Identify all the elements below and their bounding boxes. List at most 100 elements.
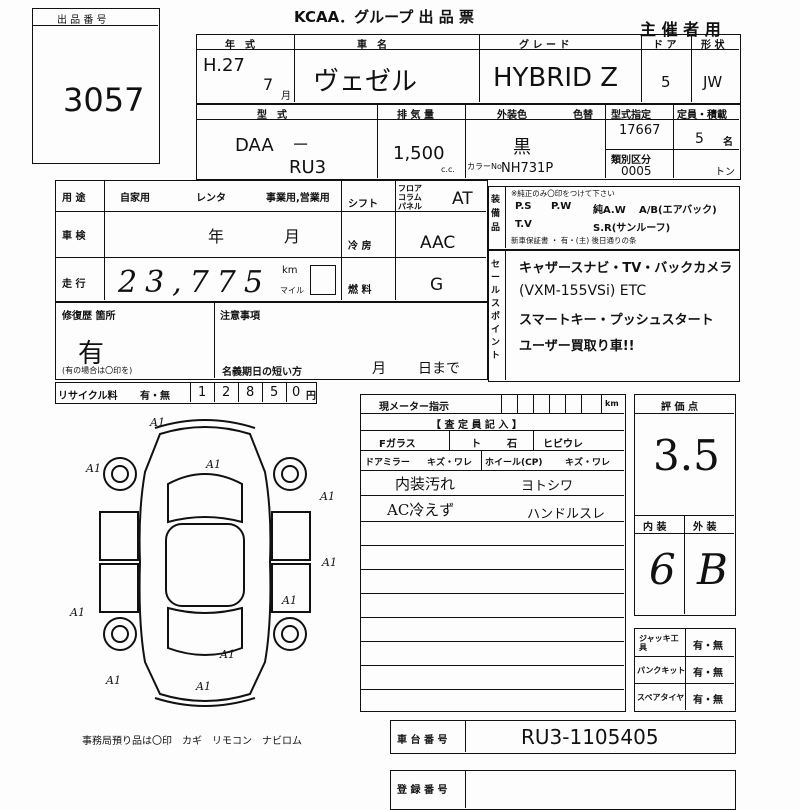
color-code-value: NH731P [501,161,554,176]
grade-value: HYBRID Z [493,63,619,93]
shift-panel: パネル [398,202,422,211]
damage-mark: A1 [320,490,335,503]
capacity-label: 定員・積載 [677,110,727,121]
mileage-checkbox [310,265,336,295]
inspector-note-1: 内装汚れ [395,475,456,493]
capacity-value: 5 [695,131,704,147]
office-items-note: 事務局預り品は〇印 カギ リモコン ナビロム [82,736,302,747]
equip-aw: 純A.W [593,205,626,216]
capacity-unit: 名 [723,137,733,148]
mileage-label: 走 行 [62,279,86,290]
damage-mark: A1 [220,648,235,661]
recycle-digit-2: 2 [222,385,231,400]
equipment-note: ※純正のみ〇印をつけて下さい [511,189,615,198]
ext-color-value: 黒 [513,137,531,158]
inspector-front-glass: Fガラス [379,439,416,450]
extra-puncture-kit: パンクキット [637,666,686,675]
inspector-box: 現メーター指示 km 【 査 定 員 記 入 】 Fガラス ト 石 ヒビウレ ド… [360,394,626,712]
color-change-label: 色替 [573,110,593,121]
expiry-day-unit: 日まで [418,361,460,377]
extra-puncture-options: 有・無 [693,668,723,679]
car-name-label: 車 名 [357,40,387,51]
recycle-digit-5: 0 [292,385,301,400]
model-year-month: 7 [263,75,274,94]
score-label: 評 価 点 [661,402,698,413]
damage-mark: A1 [206,458,221,471]
model-code-label: 型 式 [257,110,287,121]
chassis-label: 車 台 番 号 [397,735,448,746]
extras-box: ジャッキ工具 有・無 パンクキット 有・無 スペアタイヤ 有・無 [634,628,736,712]
inspector-glass-mark: ト [471,439,481,450]
meter-unit: km [605,399,619,408]
damage-mark: A1 [106,674,121,687]
chassis-box: 車 台 番 号 RU3-1105405 [390,720,736,754]
type-designation-label: 型式指定 [611,110,651,121]
sales-point-line-3: スマートキー・プッシュスタート [519,313,714,328]
inspector-note-3: AC冷えず [387,501,455,519]
sales-point-line-2: (VXM-155VSi) ETC [519,283,647,299]
equip-ps: P.S [515,201,532,212]
inspector-wheel-damage: キズ・ワレ [565,458,611,468]
damage-mark: A1 [86,462,101,475]
equip-tv: T.V [515,219,532,230]
shape-label: 形 状 [701,40,725,51]
meter-label: 現メーター指示 [379,402,449,413]
expiry-label: 名義期日の短い方 [222,367,302,378]
displacement-label: 排 気 量 [397,110,434,121]
notes-label: 注意事項 [220,311,260,322]
inspector-title: 【 査 定 員 記 入 】 [431,420,522,431]
shift-label: シフト [348,199,378,210]
type-designation-value: 17667 [619,123,661,138]
shift-value: AT [452,189,473,209]
sales-point-line-1: キャザースナビ・TV・バックカメラ [519,261,733,276]
extra-jack: ジャッキ工具 [639,634,679,652]
shift-floor: フロア [398,184,422,193]
inspector-wheel: ホイール(CP) [485,458,543,468]
equip-airbag: A/B(エアバック) [639,205,717,216]
repair-value: 有 [78,339,105,369]
inspector-note-4: ハンドルスレ [527,507,606,522]
ac-label: 冷 房 [348,241,372,252]
inspector-mirror-damage: キズ・ワレ [427,458,473,468]
sales-point-line-4: ユーザー買取り車!! [519,339,635,354]
inspector-door-mirror: ドアミラー [365,458,410,468]
vehicle-row1: 年 式 車 名 グ レ ー ド ド ア 形 状 H.27 7 月 ヴェゼル HY… [196,34,741,104]
repair-label: 修復歴 箇所 [62,311,116,322]
ton-unit: トン [715,167,735,178]
sales-points-box: セールスポイント キャザースナビ・TV・バックカメラ (VXM-155VSi) … [488,250,740,382]
color-code-label: カラーNo [467,162,502,171]
registration-label: 登 録 番 号 [397,785,448,796]
usage-rental: レンタ [196,193,226,204]
form-title: KCAA．グループ 出 品 票 [294,8,474,26]
class-label: 類別区分 [611,155,651,166]
mileage-km-unit: km [282,265,298,276]
equip-sunroof: S.R(サンルーフ) [593,223,671,234]
status-block: 用 途 自家用 レンタ 事業用,営業用 車 検 年 月 走 行 23,775 k… [55,180,488,302]
damage-mark: A1 [70,606,85,619]
fuel-label: 燃 料 [348,285,372,296]
model-prefix: DAA － [235,135,310,156]
shape-value: JW [703,73,723,91]
exterior-score: B [697,545,728,594]
extra-spare-tire: スペアタイヤ [637,693,685,702]
usage-private: 自家用 [120,193,150,204]
score-value: 3.5 [653,431,720,480]
usage-commercial: 事業用,営業用 [266,193,330,204]
ac-value: AAC [420,233,456,253]
cc-unit: c.c. [441,165,455,174]
car-damage-diagram [99,419,311,707]
damage-mark: A1 [150,416,165,429]
damage-mark: A1 [282,594,297,607]
lot-number: 3057 [63,81,145,119]
model-year-era: H.27 [203,55,245,76]
expiry-month-unit: 月 [372,361,386,377]
inspection-month-unit: 月 [284,227,301,246]
score-box: 評 価 点 3.5 内 装 外 装 6 B [634,394,736,616]
repair-note: (有の場合は〇印を) [62,366,133,375]
year-label: 年 式 [225,40,255,51]
ext-color-label: 外装色 [497,110,527,121]
fuel-value: G [430,275,444,295]
recycle-digit-3: 8 [246,385,255,400]
mileage-mile-unit: マイル [280,286,304,295]
recycle-label: リサイクル料 [58,391,118,402]
